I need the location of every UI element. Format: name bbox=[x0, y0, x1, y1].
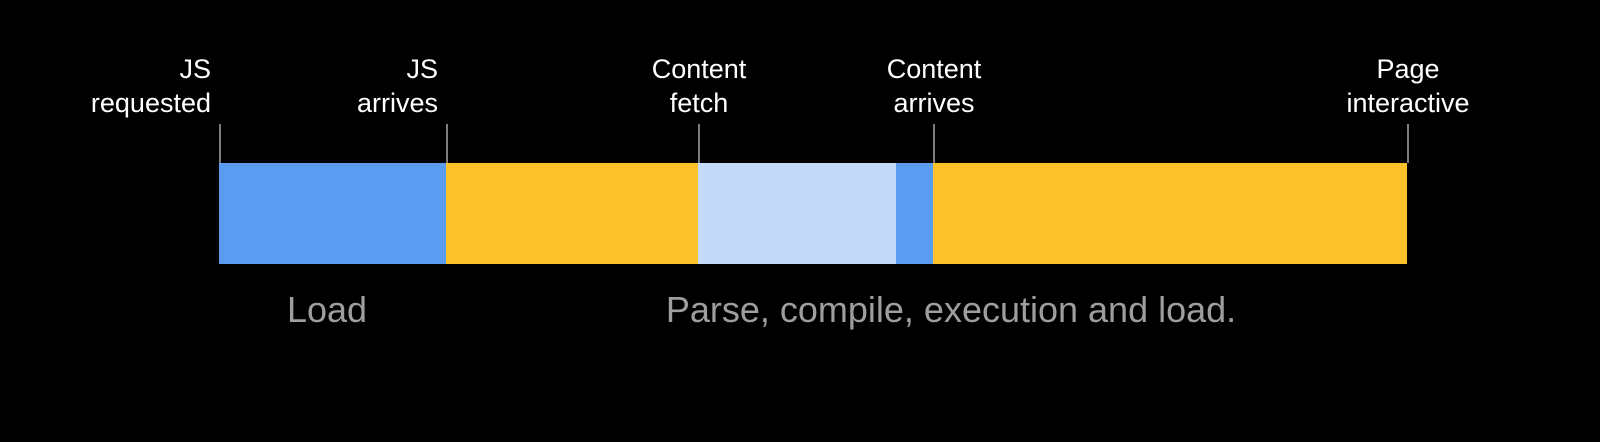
timeline-bar bbox=[219, 163, 1407, 264]
bar-segment-execution-load bbox=[933, 163, 1407, 264]
bar-segment-content-fetch-wait bbox=[698, 163, 896, 264]
marker-label-page-interactive: Page interactive bbox=[1346, 54, 1470, 118]
marker-tick-js-arrives bbox=[446, 124, 448, 163]
marker-tick-content-fetch bbox=[698, 124, 700, 163]
marker-label-js-arrives: JS arrives bbox=[356, 54, 438, 118]
marker-label-content-fetch: Content fetch bbox=[651, 54, 747, 118]
marker-tick-content-arrives bbox=[933, 124, 935, 163]
bar-segment-content-load bbox=[896, 163, 933, 264]
caption-parse-compile-execution: Parse, compile, execution and load. bbox=[665, 289, 1237, 330]
marker-tick-js-requested bbox=[219, 124, 221, 163]
marker-label-js-requested: JS requested bbox=[90, 54, 211, 118]
bar-segment-parse-compile bbox=[446, 163, 698, 264]
bar-segment-load bbox=[219, 163, 446, 264]
marker-tick-page-interactive bbox=[1407, 124, 1409, 163]
caption-load: Load bbox=[286, 289, 368, 330]
marker-label-content-arrives: Content arrives bbox=[886, 54, 982, 118]
